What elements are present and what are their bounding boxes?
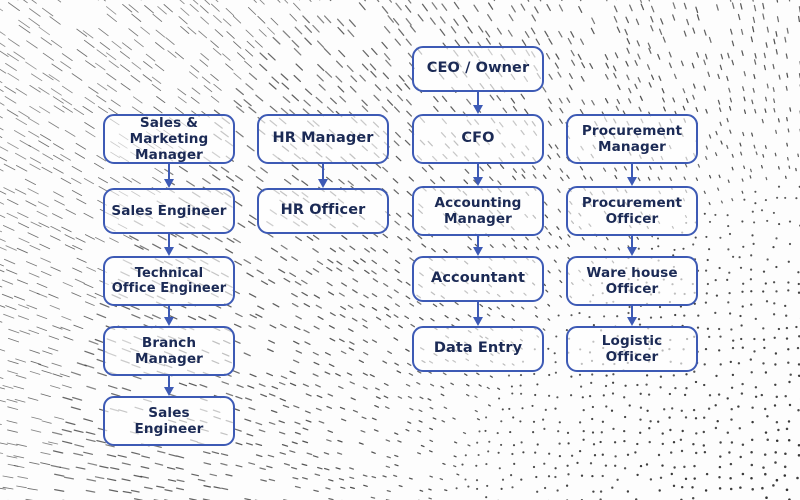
connector-cfo-to-acct_mgr — [470, 164, 486, 186]
connector-accountant-to-data_entry — [470, 302, 486, 326]
org-node-proc_officer[interactable]: Procurement Officer — [566, 186, 698, 236]
connector-sales_eng1-to-tech_office — [161, 234, 177, 256]
connector-acct_mgr-to-accountant — [470, 236, 486, 256]
org-node-acct_mgr[interactable]: Accounting Manager — [412, 186, 544, 236]
org-node-ceo[interactable]: CEO / Owner — [412, 46, 544, 92]
connector-hr_mgr-to-hr_officer — [315, 164, 331, 188]
org-node-sales_mgr[interactable]: Sales & Marketing Manager — [103, 114, 235, 164]
connector-proc_mgr-to-proc_officer — [624, 164, 640, 186]
org-node-branch_mgr[interactable]: Branch Manager — [103, 326, 235, 376]
connector-sales_mgr-to-sales_eng1 — [161, 164, 177, 188]
connector-ceo-to-cfo — [470, 92, 486, 114]
connector-tech_office-to-branch_mgr — [161, 306, 177, 326]
org-node-warehouse[interactable]: Ware house Officer — [566, 256, 698, 306]
org-node-cfo[interactable]: CFO — [412, 114, 544, 164]
org-node-sales_eng2[interactable]: Sales Engineer — [103, 396, 235, 446]
org-node-accountant[interactable]: Accountant — [412, 256, 544, 302]
org-node-hr_officer[interactable]: HR Officer — [257, 188, 389, 234]
org-node-hr_mgr[interactable]: HR Manager — [257, 114, 389, 164]
org-node-data_entry[interactable]: Data Entry — [412, 326, 544, 372]
org-node-tech_office[interactable]: Technical Office Engineer — [103, 256, 235, 306]
org-node-logistic[interactable]: Logistic Officer — [566, 326, 698, 372]
org-node-sales_eng1[interactable]: Sales Engineer — [103, 188, 235, 234]
org-node-proc_mgr[interactable]: Procurement Manager — [566, 114, 698, 164]
connector-proc_officer-to-warehouse — [624, 236, 640, 256]
connector-warehouse-to-logistic — [624, 306, 640, 326]
connector-branch_mgr-to-sales_eng2 — [161, 376, 177, 396]
